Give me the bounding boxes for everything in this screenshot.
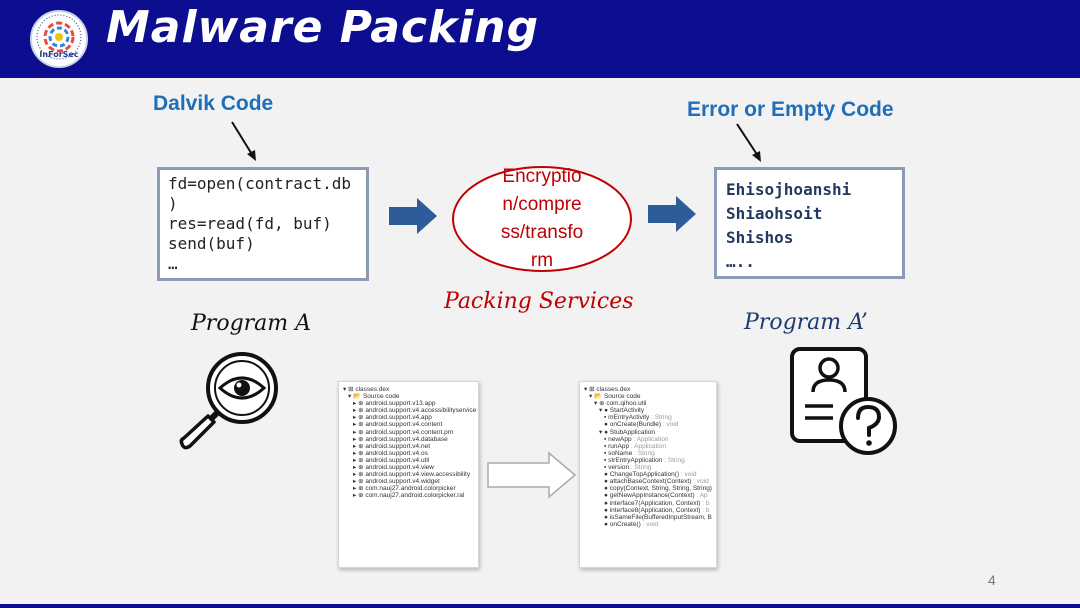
tree-row: ● onCreate(Bundle) : void: [604, 421, 679, 429]
right-arrow-2: [648, 196, 696, 232]
code-line: …..: [726, 252, 755, 271]
tree-screenshot-packed: ▾ ⊞ classes.dex ▾ 📂 Source code ▾ ⊕ com.…: [579, 381, 717, 568]
tree-row: ▸ ⊕ android.support.v13.app: [353, 400, 436, 408]
tree-row: ● onCreate() : void: [604, 520, 659, 528]
tree-row: ▪ soName : String: [604, 449, 655, 457]
tree-row: ● interface7(Application, Context) : b: [604, 499, 710, 507]
dalvik-code-label: Dalvik Code: [153, 92, 274, 115]
title-bar: InForSec Malware Packing: [0, 0, 1080, 78]
tree-row: ▸ ⊕ android.support.v4.os: [353, 449, 428, 457]
tree-row: ▪ mEntryActivity : String: [604, 414, 672, 422]
code-line: …: [168, 254, 178, 273]
tree-row: ● interface8(Application, Context) : b: [604, 506, 710, 514]
tree-row: ▸ ⊕ android.support.v4.content.pm: [353, 428, 454, 436]
program-a-prime-label: Program A’: [744, 310, 868, 335]
code-line: send(buf): [168, 234, 255, 253]
tree-row: ▪ runApp : Application: [604, 442, 666, 450]
tree-row: ▾ ⊞ classes.dex: [584, 386, 631, 393]
hollow-right-arrow: [487, 451, 577, 499]
tree-row: ▾ 📂 Source code: [348, 393, 400, 401]
tree-row: ▸ ⊕ android.support.v4.util: [353, 456, 430, 464]
bottom-rule: [0, 604, 1080, 608]
ellipse-text-line: n/compre: [502, 194, 582, 215]
tree-row: ▪ version : String: [604, 464, 652, 472]
code-line: Shishos: [726, 228, 794, 247]
tree-row: ▸ ⊕ com.nauj27.android.colorpicker.ral: [353, 492, 465, 500]
tree-row: ▸ ⊕ android.support.v4.view.accessibilit…: [353, 471, 471, 479]
code-line: ): [168, 194, 178, 213]
tree-row: ▾ ⊞ classes.dex: [343, 386, 390, 393]
tree-row: ● attachBaseContext(Context) : void: [604, 478, 709, 486]
tree-row: ▸ ⊕ android.support.v4.accessibilityserv…: [353, 407, 477, 415]
tree-row: ▸ ⊕ android.support.v4.database: [353, 435, 448, 443]
tree-row: ▾ ⊕ com.qihoo.util: [594, 400, 647, 408]
tree-row: ▾ ● StubApplication: [599, 428, 655, 436]
tree-row: ▸ ⊕ android.support.v4.widget: [353, 478, 440, 486]
dalvik-code-box: fd=open(contract.db ) res=read(fd, buf) …: [157, 167, 369, 281]
program-a-label: Program A: [191, 311, 312, 336]
code-line: res=read(fd, buf): [168, 214, 332, 233]
right-arrow-1: [389, 198, 437, 234]
packing-methods-text: Encryptio n/compre ss/transfo rm: [472, 163, 612, 275]
code-line: Ehisojhoanshi: [726, 180, 852, 199]
pointer-arrow-right: [736, 123, 761, 162]
tree-row: ▸ ⊕ android.support.v4.net: [353, 442, 431, 450]
slide-title: Malware Packing: [106, 2, 540, 53]
packing-ellipse: [452, 166, 632, 272]
tree-row: ▾ ● StartActivity: [599, 407, 645, 415]
page-number: 4: [988, 572, 996, 588]
tree-row: ▸ ⊕ android.support.v4.app: [353, 414, 432, 422]
tree-row: ▪ strEntryApplication : String: [604, 456, 685, 464]
tree-row: ▾ 📂 Source code: [589, 393, 641, 401]
tree-screenshot-original: ▾ ⊞ classes.dex ▾ 📂 Source code ▸ ⊕ andr…: [338, 381, 479, 568]
tree-row: ▪ newApp : Application: [604, 435, 669, 443]
ellipse-text-line: ss/transfo: [500, 222, 584, 243]
ellipse-text-line: Encryptio: [502, 166, 582, 187]
code-line: fd=open(contract.db: [168, 174, 352, 193]
code-line: Shiaohsoit: [726, 204, 823, 223]
encrypted-code-box: Ehisojhoanshi Shiaohsoit Shishos …..: [714, 167, 905, 279]
tree-row: ● getNewAppInstance(Context) : Ap: [604, 492, 708, 500]
tree-row: ▸ ⊕ android.support.v4.content: [353, 421, 443, 429]
error-code-label: Error or Empty Code: [687, 98, 894, 121]
pointer-arrow-left: [231, 121, 256, 161]
inforsec-logo: InForSec: [30, 10, 88, 68]
tree-row: ● copy(Context, String, String, String): [604, 485, 712, 493]
ellipse-text-line: rm: [530, 250, 554, 271]
document-user-question-icon: [790, 347, 897, 455]
tree-row: ▸ ⊕ com.nauj27.android.colorpicker: [353, 485, 456, 493]
packing-services-label: Packing Services: [444, 289, 634, 314]
tree-row: ● ChangeTopApplication() : void: [604, 471, 697, 479]
tree-row: ▸ ⊕ android.support.v4.view: [353, 464, 434, 472]
logo-text: InForSec: [39, 50, 79, 59]
magnifier-eye-icon: [179, 352, 278, 450]
tree-row: ● isSameFile(BufferedInputStream, B: [604, 513, 712, 521]
